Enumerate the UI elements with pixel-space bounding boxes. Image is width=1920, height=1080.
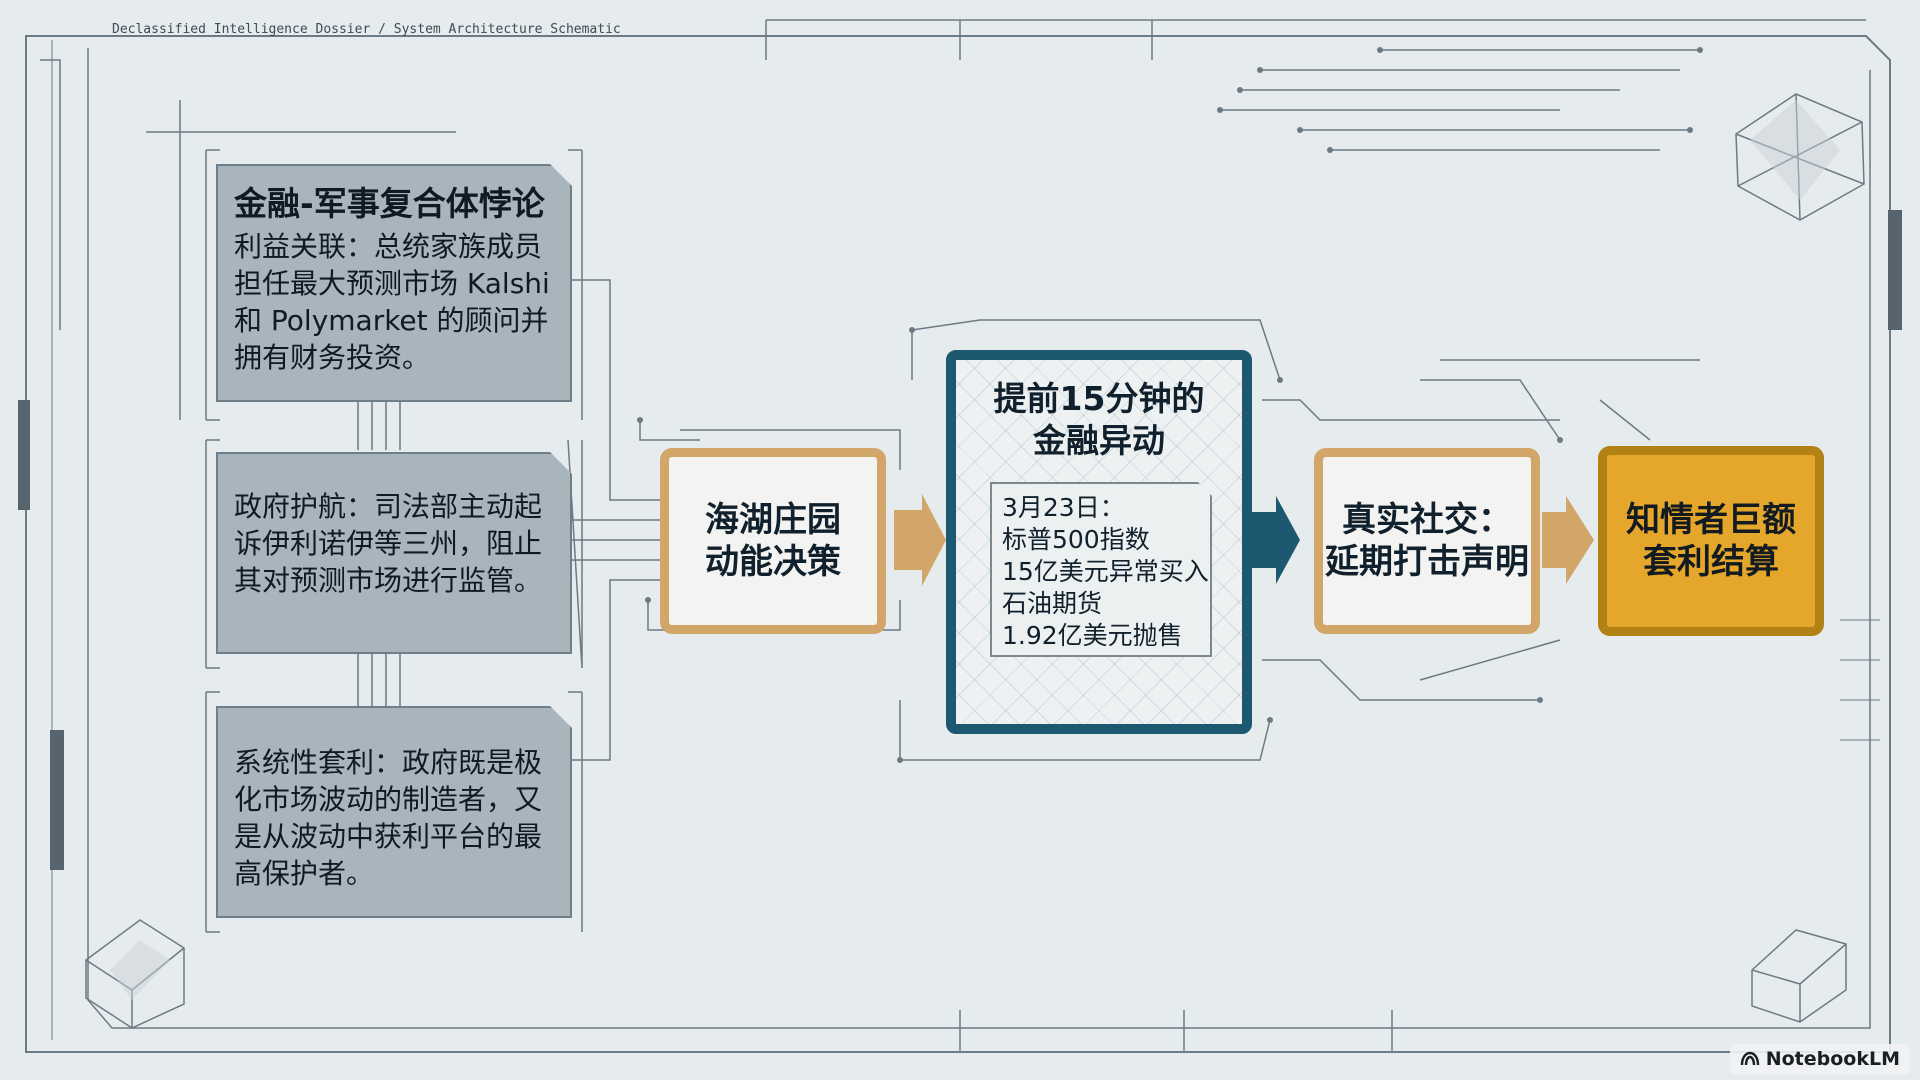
step3-line2: 延期打击声明: [1325, 542, 1529, 582]
badge-label: NotebookLM: [1765, 1048, 1900, 1070]
systemic-arbitrage-text: 系统性套利：政府既是极化市场波动的制造者，又是从波动中获利平台的最高保护者。: [234, 746, 543, 890]
detail-line: 标普500指数: [1002, 525, 1150, 554]
notebooklm-badge: NotebookLM: [1729, 1044, 1910, 1074]
arrow-step3-to-step4: [1542, 496, 1594, 584]
paradox-text: 利益关联：总统家族成员担任最大预测市场 Kalshi 和 Polymarket …: [234, 230, 550, 374]
government-escort-text: 政府护航：司法部主动起诉伊利诺伊等三州，阻止其对预测市场进行监管。: [234, 490, 543, 597]
paradox-title: 金融-军事复合体悖论: [234, 184, 545, 223]
detail-line: 1.92亿美元抛售: [1002, 621, 1183, 650]
step1-line2: 动能决策: [705, 542, 841, 582]
flow-step-arbitrage-settlement: 知情者巨额 套利结算: [1598, 446, 1824, 636]
step2-title-line2: 金融异动: [1033, 421, 1165, 460]
detail-line: 石油期货: [1002, 589, 1103, 618]
flow-step-truth-social: 真实社交： 延期打击声明: [1314, 448, 1540, 634]
notebooklm-logo-icon: [1740, 1051, 1759, 1066]
detail-line: 15亿美元异常买入: [1002, 557, 1209, 586]
arrow-step1-to-step2: [894, 494, 946, 586]
detail-line: 3月23日：: [1002, 493, 1125, 522]
government-escort-box: 政府护航：司法部主动起诉伊利诺伊等三州，阻止其对预测市场进行监管。: [216, 452, 572, 654]
step3-line1: 真实社交：: [1342, 500, 1512, 540]
arrow-step2-to-step3: [1252, 496, 1300, 584]
step2-title: 提前15分钟的 金融异动: [956, 378, 1242, 462]
flow-step-financial-anomaly: 提前15分钟的 金融异动 3月23日： 标普500指数 15亿美元异常买入 石油…: [946, 350, 1252, 734]
paradox-box: 金融-军事复合体悖论 利益关联：总统家族成员担任最大预测市场 Kalshi 和 …: [216, 164, 572, 402]
step2-title-line1: 提前15分钟的: [993, 379, 1205, 418]
document-header-label: Declassified Intelligence Dossier / Syst…: [112, 22, 621, 37]
step1-line1: 海湖庄园: [705, 500, 841, 540]
systemic-arbitrage-box: 系统性套利：政府既是极化市场波动的制造者，又是从波动中获利平台的最高保护者。: [216, 706, 572, 918]
flow-step-mar-a-lago: 海湖庄园 动能决策: [660, 448, 886, 634]
step4-line1: 知情者巨额: [1626, 500, 1796, 540]
anomaly-detail-card: 3月23日： 标普500指数 15亿美元异常买入 石油期货 1.92亿美元抛售: [990, 482, 1212, 657]
step4-line2: 套利结算: [1643, 542, 1779, 582]
